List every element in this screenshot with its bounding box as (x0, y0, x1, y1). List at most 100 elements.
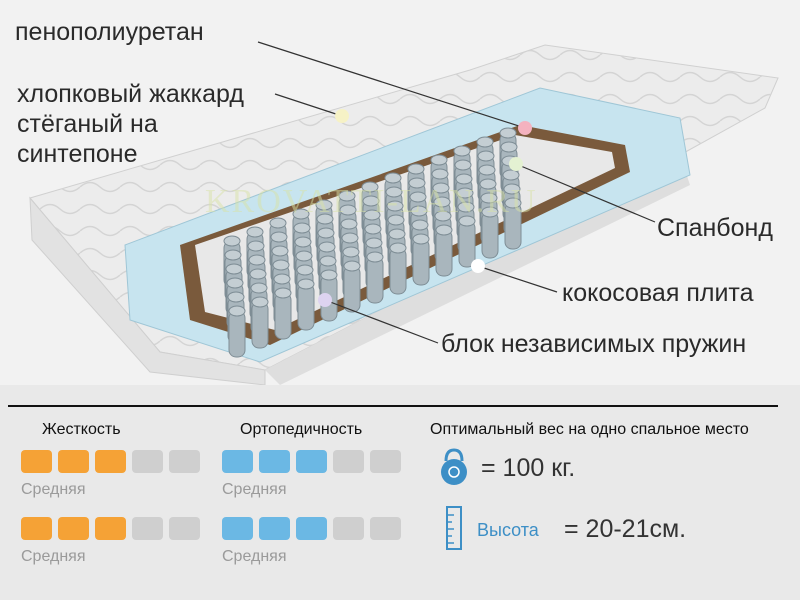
ortho-level: Средняя (222, 481, 287, 498)
spring-top (480, 192, 498, 204)
spring-top (432, 182, 450, 194)
hardness-scale (21, 517, 200, 540)
label-foam: пенополиуретан (15, 18, 204, 46)
spring-top (411, 219, 429, 231)
mattress-side (29, 196, 266, 385)
spring-top (362, 195, 380, 207)
spring-top (320, 269, 338, 281)
spring-top (338, 190, 356, 202)
hardness-level: Средняя (21, 481, 86, 498)
rating-square (58, 517, 89, 540)
rating-square (222, 517, 253, 540)
watermark: KROVATTI-LAN.RU (205, 183, 538, 220)
spring-top (270, 231, 288, 243)
rating-square (95, 517, 126, 540)
spring-top (317, 227, 335, 239)
rating-square (95, 450, 126, 473)
spring-top (248, 254, 266, 266)
spring-top (293, 222, 311, 234)
spring-top (458, 215, 476, 227)
label-jacquard-line2: стёганый на (17, 110, 158, 138)
height-value: = 20-21см. (564, 515, 687, 543)
spring-top (453, 145, 471, 157)
spring-top (386, 200, 404, 212)
height-label: Высота (477, 520, 539, 540)
spring-top (456, 187, 474, 199)
spring-top (343, 260, 361, 272)
hardness-scale (21, 450, 200, 473)
spring-top (479, 178, 497, 190)
spring-top (319, 255, 337, 267)
spring-top (228, 305, 246, 317)
callout-lines (257, 41, 656, 344)
spring-top (435, 224, 453, 236)
spring-top (503, 183, 521, 195)
hardness-title: Жесткость (42, 421, 121, 438)
spring-top (454, 159, 472, 171)
rating-square (132, 450, 163, 473)
rating-square (132, 517, 163, 540)
ortho-scale (222, 450, 401, 473)
spring-top (433, 196, 451, 208)
spring-top (388, 228, 406, 240)
spring-top (297, 278, 315, 290)
spring-top (296, 264, 314, 276)
spring-top (292, 208, 310, 220)
spring-top (481, 206, 499, 218)
label-coconut: кокосовая плита (562, 279, 754, 307)
spring-top (502, 169, 520, 181)
spring-top (273, 273, 291, 285)
spring-top (339, 204, 357, 216)
spring-top (249, 268, 267, 280)
rating-square (21, 517, 52, 540)
spring-top (269, 217, 287, 229)
spring-top (294, 236, 312, 248)
rating-square (333, 450, 364, 473)
spring-top (434, 210, 452, 222)
label-jacquard-line3: синтепоне (17, 140, 138, 168)
specs-panel (0, 385, 800, 600)
mattress-diagram: KROVATTI-LAN.RU пенополиуретан хлопковый… (0, 0, 800, 385)
spring-top (430, 154, 448, 166)
jacquard-marker (335, 109, 349, 123)
rating-square (296, 450, 327, 473)
spring-top (271, 245, 289, 257)
divider (8, 405, 778, 407)
spring-top (363, 209, 381, 221)
rating-square (169, 517, 200, 540)
coconut-marker (471, 259, 485, 273)
weight-value: = 100 кг. (481, 454, 576, 482)
ortho-title: Ортопедичность (240, 421, 363, 438)
spring-top (342, 246, 360, 258)
spring-top (431, 168, 449, 180)
spring-top (385, 186, 403, 198)
spring-top (410, 205, 428, 217)
spring-top (366, 251, 384, 263)
spring-top (409, 191, 427, 203)
ruler-icon (446, 506, 462, 550)
spring-top (387, 214, 405, 226)
spring-top (478, 164, 496, 176)
spunbond-marker (509, 157, 523, 171)
ortho-scale (222, 517, 401, 540)
rating-square (222, 450, 253, 473)
rating-square (58, 450, 89, 473)
ortho-level: Средняя (222, 548, 287, 565)
spring-top (340, 218, 358, 230)
spring-top (341, 232, 359, 244)
kettlebell-icon (441, 448, 467, 485)
rating-square (370, 450, 401, 473)
spring-top (500, 141, 518, 153)
spring-top (223, 235, 241, 247)
spring-top (361, 181, 379, 193)
spring-top (224, 249, 242, 261)
spring-top (408, 177, 426, 189)
rating-square (296, 517, 327, 540)
spring-top (246, 226, 264, 238)
hardness-level: Средняя (21, 548, 86, 565)
spring-top (274, 287, 292, 299)
label-jacquard-line1: хлопковый жаккард (17, 80, 244, 108)
spring-block (223, 127, 522, 358)
spring-top (295, 250, 313, 262)
spring-top (365, 237, 383, 249)
